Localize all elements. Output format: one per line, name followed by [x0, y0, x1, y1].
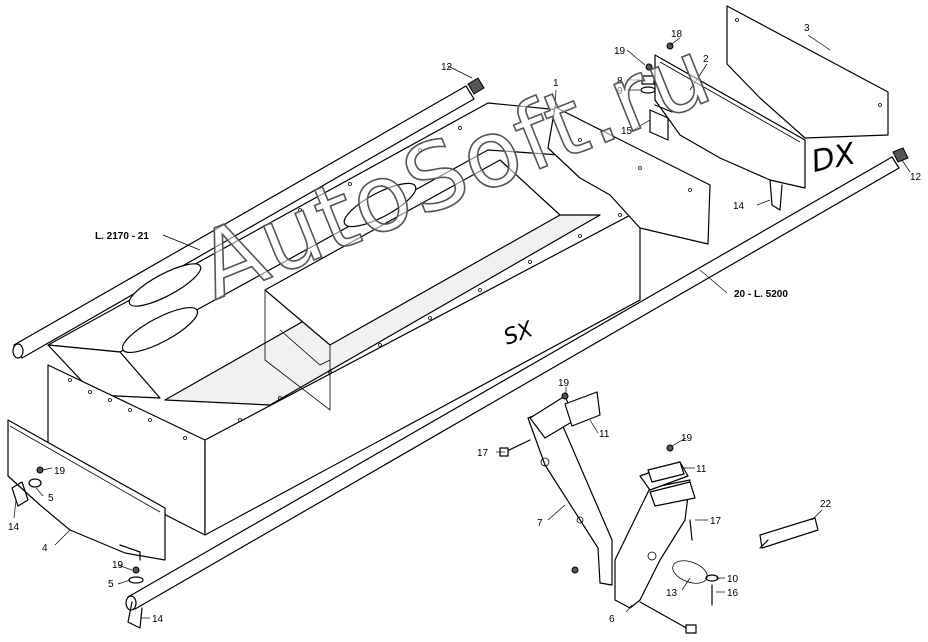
callout-17a: 17 — [477, 448, 489, 459]
bracket-6 — [614, 461, 697, 634]
callout-6: 6 — [609, 614, 615, 625]
callout-19d: 19 — [558, 378, 570, 389]
callout-19c: 19 — [112, 560, 124, 571]
callout-22: 22 — [820, 499, 832, 510]
callout-17b: 17 — [710, 516, 722, 527]
callout-13: 13 — [666, 588, 678, 599]
callout-12b: 12 — [910, 172, 922, 183]
callout-12a: 12 — [441, 62, 453, 73]
end-plate-4 — [7, 419, 166, 561]
callout-20: 20 - L. 5200 — [734, 289, 788, 300]
side-marker-right: DX — [808, 136, 859, 180]
hopper-box-1 — [47, 102, 711, 536]
callout-14a: 14 — [733, 201, 745, 212]
callout-4: 4 — [42, 543, 48, 554]
bracket-7 — [527, 391, 613, 586]
callout-1: 1 — [553, 78, 559, 89]
callout-21: L. 2170 - 21 — [95, 231, 149, 242]
callout-18: 18 — [671, 29, 683, 40]
callout-9: 9 — [617, 86, 623, 97]
callout-labels: 1 2 3 4 5 5 6 7 8 9 10 11 11 12 12 13 14… — [8, 23, 922, 625]
callout-19a: 19 — [614, 46, 626, 57]
callout-10: 10 — [727, 574, 739, 585]
callout-2: 2 — [703, 54, 709, 65]
callout-11b: 11 — [696, 464, 707, 475]
callout-11a: 11 — [599, 429, 610, 440]
callout-7: 7 — [537, 518, 543, 529]
callout-14b: 14 — [8, 522, 20, 533]
hardware — [11, 42, 819, 629]
callout-3: 3 — [804, 23, 810, 34]
leader-lines — [13, 34, 911, 619]
callout-5b: 5 — [108, 579, 114, 590]
callout-8: 8 — [617, 76, 623, 87]
callout-19e: 19 — [681, 433, 693, 444]
end-plate-2 — [654, 54, 806, 189]
end-plate-3 — [726, 5, 889, 139]
callout-14c: 14 — [152, 614, 164, 625]
rod-21 — [12, 77, 485, 359]
callout-15: 15 — [621, 126, 633, 137]
callout-19b: 19 — [54, 466, 66, 477]
callout-16: 16 — [727, 588, 739, 599]
callout-5a: 5 — [48, 493, 54, 504]
